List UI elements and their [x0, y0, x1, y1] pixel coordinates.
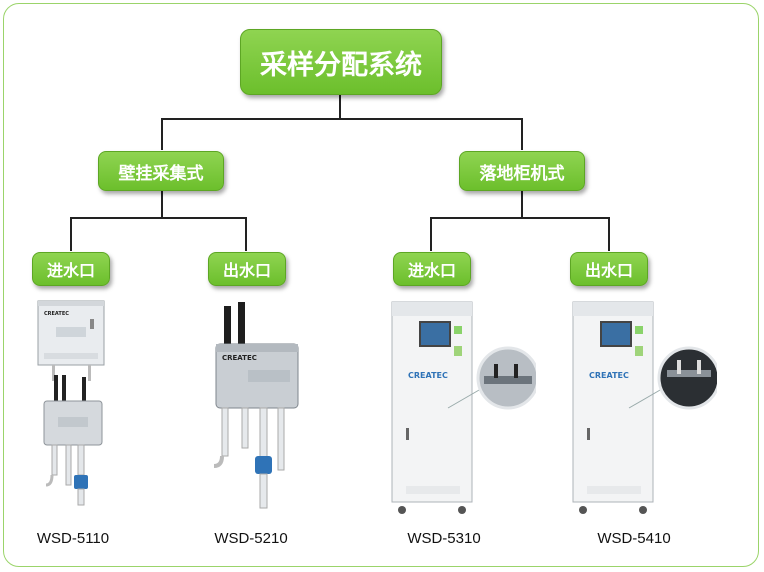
model-label-wsd-5210: WSD-5210: [214, 530, 288, 547]
connector-right-a: [430, 217, 432, 251]
leaf-node-outlet-wall: 出水口: [208, 252, 286, 286]
connector-left-b: [245, 217, 247, 251]
leaf-node-outlet-cabinet: 出水口: [570, 252, 648, 286]
connector-right-up: [521, 118, 523, 150]
branch-node-wall: 壁挂采集式: [98, 151, 224, 191]
model-label-wsd-5410: WSD-5410: [597, 530, 671, 547]
connector-right-down: [521, 190, 523, 218]
model-label-wsd-5110: WSD-5110: [36, 530, 110, 547]
connector-left-bar: [70, 217, 247, 219]
connector-left-up: [161, 118, 163, 150]
logo-text: CREATEC: [589, 371, 629, 380]
logo-text: CREATEC: [44, 311, 69, 317]
product-image-wsd-5310: CREATEC: [391, 301, 536, 514]
leaf-node-inlet-cabinet: 进水口: [393, 252, 471, 286]
connector-level1-bar: [161, 118, 523, 120]
model-label-wsd-5310: WSD-5310: [407, 530, 481, 547]
leaf-node-inlet-wall: 进水口: [32, 252, 110, 286]
branch-node-cabinet: 落地柜机式: [459, 151, 585, 191]
connector-root-down: [339, 93, 341, 119]
diagram-frame: [3, 3, 759, 567]
connector-left-a: [70, 217, 72, 251]
connector-right-bar: [430, 217, 610, 219]
logo-text: CREATEC: [222, 354, 257, 362]
root-node: 采样分配系统: [240, 29, 442, 95]
product-image-wsd-5410: CREATEC: [572, 301, 717, 514]
connector-left-down: [161, 190, 163, 218]
connector-right-b: [608, 217, 610, 251]
product-image-wsd-5110: CREATEC: [37, 300, 105, 506]
product-image-wsd-5210: CREATEC: [213, 302, 299, 509]
logo-text: CREATEC: [408, 371, 448, 380]
